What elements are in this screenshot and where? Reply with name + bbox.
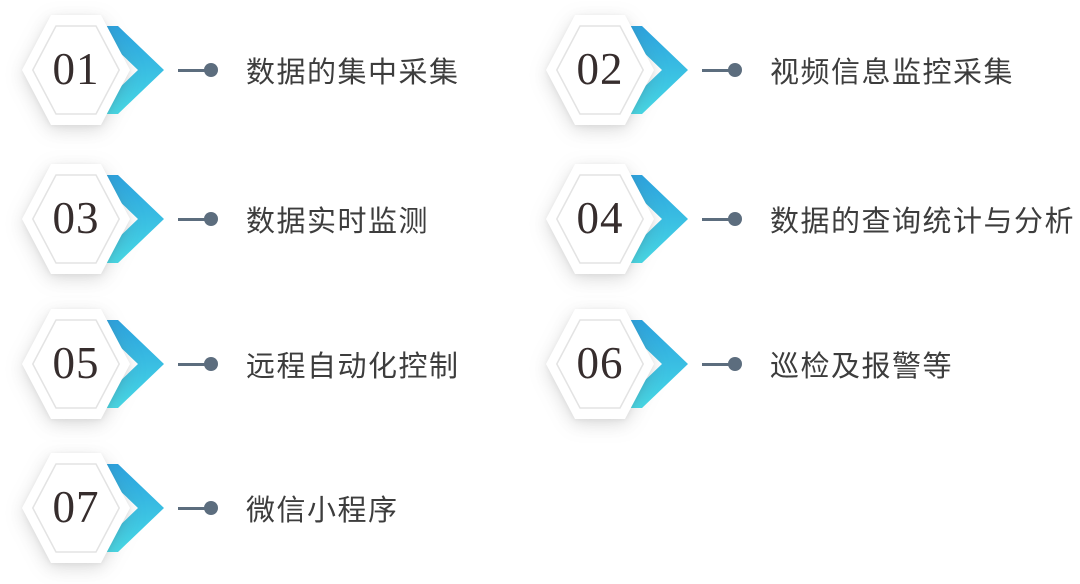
line-dot-connector-icon [178, 357, 218, 371]
hexagon-shape [22, 309, 130, 419]
chevron-right-icon [616, 320, 688, 408]
item-number: 05 [52, 338, 100, 388]
chevron-right-icon [92, 26, 164, 114]
connector-dot [728, 63, 742, 77]
connector-dot [728, 357, 742, 371]
hexagon-shape [22, 164, 130, 274]
hexagon-shape [546, 164, 654, 274]
hexagon-badge: 06 [546, 309, 691, 419]
item-number: 03 [52, 193, 100, 243]
hexagon-badge: 03 [22, 164, 167, 274]
hexagon-shape [22, 15, 130, 125]
hexagon-badge: 04 [546, 164, 691, 274]
item-label: 微信小程序 [246, 495, 399, 527]
connector-line [178, 217, 205, 221]
feature-item: 06 巡检及报警等 [546, 309, 953, 419]
hexagon-shape [22, 453, 130, 563]
feature-item: 03 数据实时监测 [22, 164, 429, 274]
chevron-right-icon [616, 26, 688, 114]
item-label: 远程自动化控制 [246, 351, 460, 383]
connector-dot [728, 212, 742, 226]
feature-item: 02 视频信息监控采集 [546, 15, 1014, 125]
connector-dot [204, 212, 218, 226]
hexagon-shape [546, 15, 654, 125]
line-dot-connector-icon [178, 212, 218, 226]
feature-item: 04 数据的查询统计与分析 [546, 164, 1075, 274]
item-label: 巡检及报警等 [770, 351, 954, 383]
line-dot-connector-icon [178, 501, 218, 515]
hexagon-badge: 07 [22, 453, 167, 563]
hexagon-badge: 05 [22, 309, 167, 419]
feature-item: 05 远程自动化控制 [22, 309, 460, 419]
connector-line [178, 362, 205, 366]
hexagon-badge: 02 [546, 15, 691, 125]
item-number: 07 [52, 482, 100, 532]
item-label: 数据实时监测 [246, 206, 430, 238]
connector-dot [204, 63, 218, 77]
connector-dot [204, 501, 218, 515]
connector-line [702, 68, 729, 72]
chevron-right-icon [92, 175, 164, 263]
item-number: 06 [576, 338, 624, 388]
connector-dot [204, 357, 218, 371]
hexagon-badge: 01 [22, 15, 167, 125]
item-number: 01 [52, 44, 100, 94]
feature-item: 01 数据的集中采集 [22, 15, 460, 125]
line-dot-connector-icon [702, 357, 742, 371]
item-label: 视频信息监控采集 [770, 57, 1015, 89]
line-dot-connector-icon [702, 212, 742, 226]
chevron-right-icon [92, 464, 164, 552]
item-number: 02 [576, 44, 624, 94]
item-label: 数据的查询统计与分析 [770, 206, 1076, 238]
connector-line [702, 362, 729, 366]
feature-item: 07 微信小程序 [22, 453, 399, 563]
line-dot-connector-icon [178, 63, 218, 77]
line-dot-connector-icon [702, 63, 742, 77]
connector-line [178, 68, 205, 72]
hexagon-shape [546, 309, 654, 419]
item-label: 数据的集中采集 [246, 57, 460, 89]
chevron-right-icon [92, 320, 164, 408]
chevron-right-icon [616, 175, 688, 263]
connector-line [702, 217, 729, 221]
connector-line [178, 506, 205, 510]
item-number: 04 [576, 193, 624, 243]
